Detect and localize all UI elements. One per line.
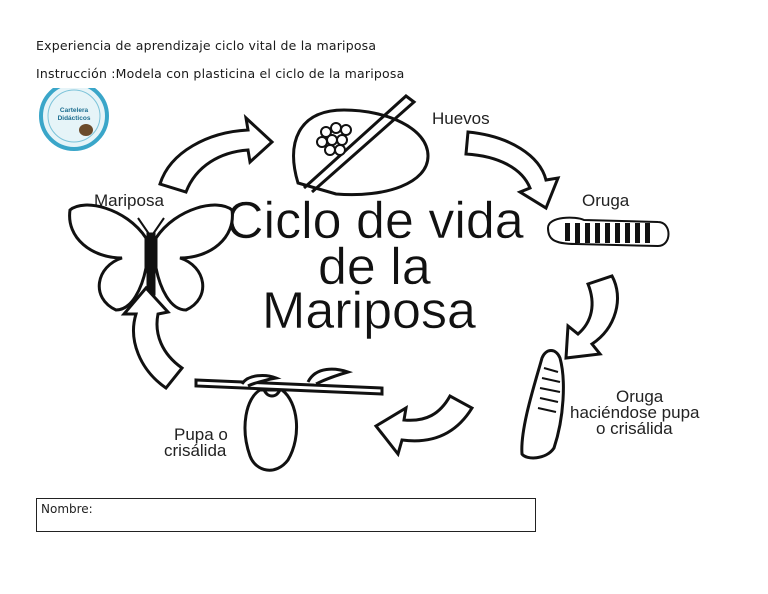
logo-text-2: Didácticos: [58, 115, 91, 122]
label-pupating-1: Oruga: [616, 387, 664, 406]
instruction-text: Instrucción :Modela con plasticina el ci…: [36, 66, 405, 81]
label-pupa-1: Pupa o: [174, 425, 228, 444]
label-pupating-3: o crisálida: [596, 419, 673, 438]
label-butterfly: Mariposa: [94, 191, 164, 210]
label-caterpillar: Oruga: [582, 191, 630, 210]
arrow-butterfly-to-eggs-icon: [158, 113, 275, 194]
chrysalis-icon: [194, 367, 384, 472]
arrow-caterpillar-to-pupating-icon: [564, 274, 620, 360]
cycle-arrows: [120, 113, 620, 458]
title-line-2: de la: [318, 238, 431, 296]
leaf-eggs-icon: [292, 94, 430, 197]
owl-icon: [79, 124, 93, 136]
title-line-1: Ciclo de vida: [226, 192, 524, 250]
arrow-pupating-to-chrysalis-icon: [373, 393, 475, 458]
logo-badge: Cartelera Didácticos: [39, 88, 109, 151]
label-eggs: Huevos: [432, 109, 490, 128]
logo-text-1: Cartelera: [60, 107, 89, 114]
butterfly-icon: [68, 203, 234, 312]
caterpillar-icon: [546, 216, 670, 248]
pupating-caterpillar-icon: [520, 349, 565, 460]
arrow-eggs-to-caterpillar-icon: [464, 130, 561, 211]
label-pupating-2: haciéndose pupa: [570, 403, 700, 422]
label-pupa-2: crisálida: [164, 441, 227, 460]
arrow-chrysalis-to-butterfly-icon: [120, 285, 185, 391]
name-label: Nombre:: [41, 502, 93, 516]
name-field[interactable]: Nombre:: [36, 498, 536, 532]
life-cycle-illustration: Cartelera Didácticos Ciclo de vida de la…: [39, 88, 700, 472]
experience-title: Experiencia de aprendizaje ciclo vital d…: [36, 38, 377, 53]
title-line-3: Mariposa: [262, 282, 476, 340]
